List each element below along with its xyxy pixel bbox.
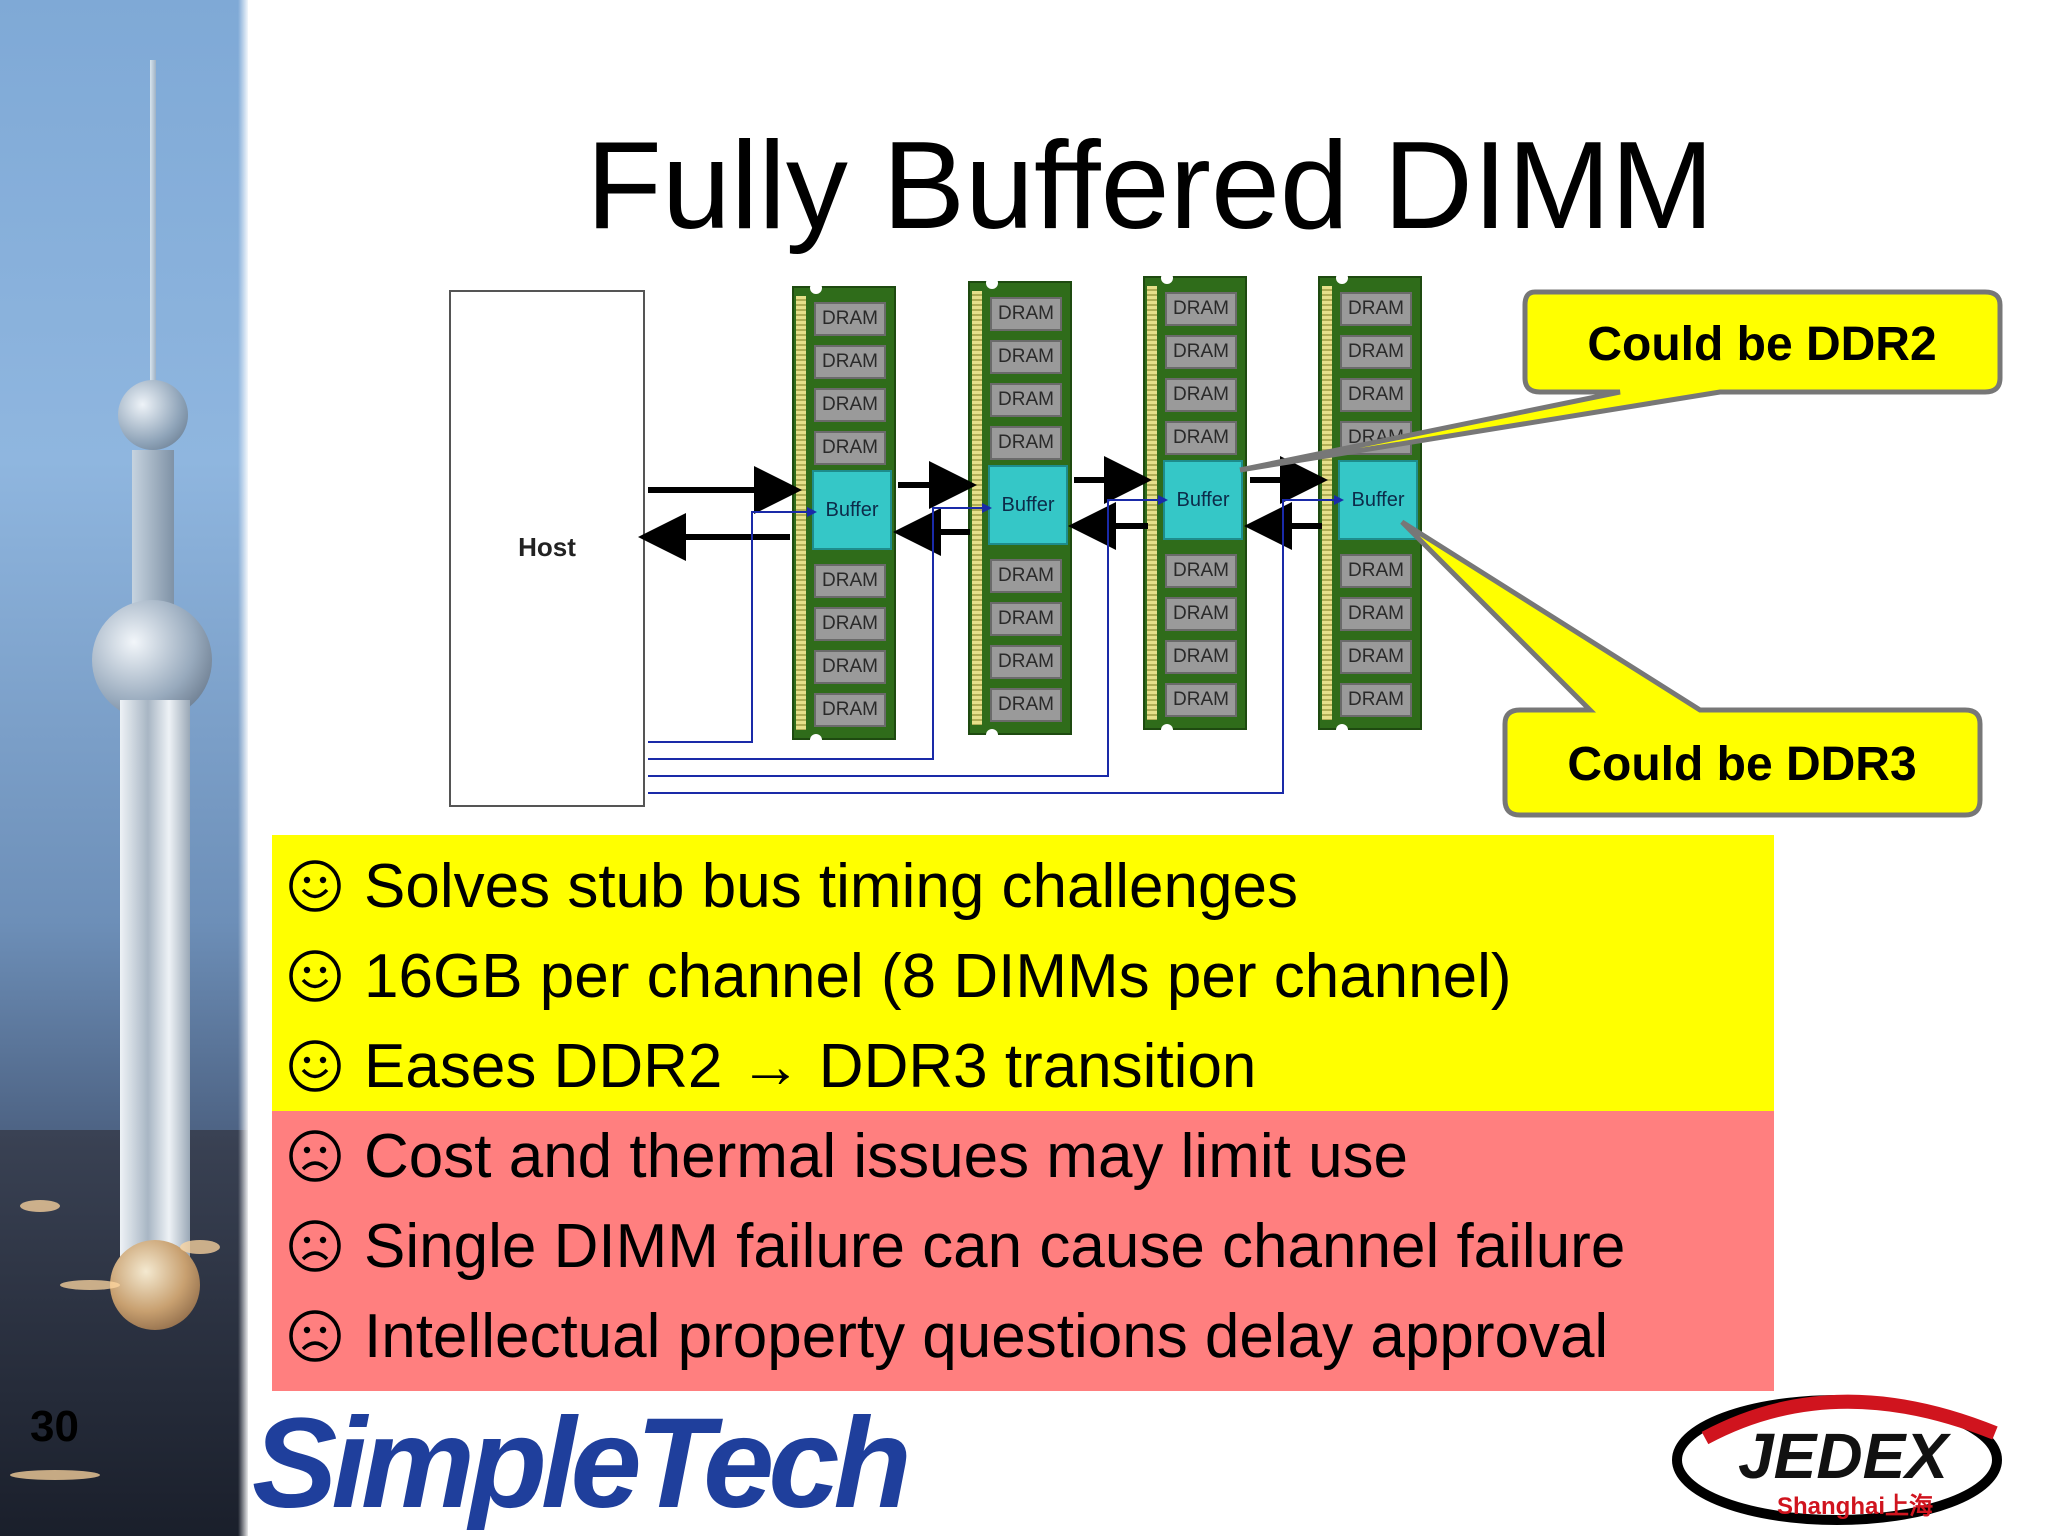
dimm-notch [810,282,822,294]
frown-icon [272,1129,364,1183]
dimm-pins [1147,286,1157,720]
pro-text: Eases DDR2 → DDR3 transition [364,1031,1257,1101]
dram-chip: DRAM [1165,554,1237,588]
dram-chip: DRAM [814,607,886,641]
dram-chip: DRAM [1165,597,1237,631]
blue-line-dimm1 [648,507,817,743]
smiley-icon [272,859,364,913]
con-bullet: Single DIMM failure can cause channel fa… [272,1201,1774,1291]
city-light [60,1280,120,1290]
dram-chip: DRAM [814,564,886,598]
simpletech-logo: SimpleTech [252,1395,913,1530]
dram-chip: DRAM [990,559,1062,593]
tower-upper-sphere [118,380,188,450]
sidebar-background [0,0,248,1536]
city-light [10,1470,100,1480]
host-box: Host [449,290,645,807]
callout-ddr3: Could be DDR3 [1400,519,1983,818]
blue-line-dimm3 [648,495,1168,777]
pro-bullet: Solves stub bus timing challenges [272,841,1774,931]
dimm-notch [810,734,822,746]
jedex-swoosh-red [1701,1394,1998,1445]
blue-line-dimm2 [648,503,992,760]
dram-chip: DRAM [990,602,1062,636]
dram-chip: DRAM [1340,683,1412,717]
dram-chip: DRAM [1165,640,1237,674]
dram-chip: DRAM [1340,292,1412,326]
dram-chip: DRAM [1340,597,1412,631]
con-bullet: Intellectual property questions delay ap… [272,1291,1774,1381]
dram-chip: DRAM [1165,421,1237,455]
tower-lower-sphere [110,1240,200,1330]
slide-title: Fully Buffered DIMM [586,117,1714,255]
dimm-notch [1336,724,1348,736]
dram-chip: DRAM [814,650,886,684]
con-bullet: Cost and thermal issues may limit use [272,1111,1774,1201]
dram-chip: DRAM [1340,640,1412,674]
cons-group: Cost and thermal issues may limit use Si… [272,1111,1774,1391]
dram-chip: DRAM [990,426,1062,460]
dimm-notch [986,729,998,741]
bullet-list: Solves stub bus timing challenges 16GB p… [272,835,1774,1391]
callout-ddr3-bubble [1400,519,1983,818]
dram-chip: DRAM [814,388,886,422]
con-text: Cost and thermal issues may limit use [364,1121,1409,1191]
dram-chip: DRAM [1340,554,1412,588]
jedex-logo-text: JEDEX [1738,1420,1951,1492]
pro-bullet: 16GB per channel (8 DIMMs per channel) [272,931,1774,1021]
blue-control-lines [648,495,1344,794]
dimm-notch [1161,272,1173,284]
pro-text: 16GB per channel (8 DIMMs per channel) [364,941,1512,1011]
dram-chip: DRAM [990,383,1062,417]
dram-chip: DRAM [1165,335,1237,369]
dram-chip: DRAM [814,431,886,465]
tower-mast [150,60,156,400]
dimm-notch [986,277,998,289]
dram-chip: DRAM [814,302,886,336]
dram-chip: DRAM [990,645,1062,679]
dimm-notch [1336,272,1348,284]
smiley-icon [272,949,364,1003]
blue-line-dimm4 [648,495,1344,794]
dram-chip: DRAM [1165,683,1237,717]
callout-ddr2-text: Could be DDR2 [1587,318,1936,371]
dram-chip: DRAM [1340,378,1412,412]
buffer-chip: Buffer [812,470,892,550]
buffer-chip: Buffer [1163,460,1243,540]
host-label: Host [518,532,576,562]
dram-chip: DRAM [814,693,886,727]
dram-chip: DRAM [990,340,1062,374]
link-arrows [638,456,1328,561]
city-light [180,1240,220,1254]
con-text: Intellectual property questions delay ap… [364,1301,1609,1371]
slide-number: 30 [30,1402,79,1451]
pro-bullet: Eases DDR2 → DDR3 transition [272,1021,1774,1111]
smiley-icon [272,1039,364,1093]
jedex-subtitle: Shanghai上海 [1777,1492,1933,1520]
sidebar-fade-edge [238,0,248,1536]
frown-icon [272,1309,364,1363]
con-text: Single DIMM failure can cause channel fa… [364,1211,1626,1281]
frown-icon [272,1219,364,1273]
pro-text: Solves stub bus timing challenges [364,851,1298,921]
city-light [20,1200,60,1212]
dimm-notch [1161,724,1173,736]
tower-legs [120,700,190,1260]
dram-chip: DRAM [814,345,886,379]
dram-chip: DRAM [990,297,1062,331]
jedex-logo: JEDEX Shanghai上海 [1672,1394,2002,1525]
dram-chip: DRAM [990,688,1062,722]
callout-ddr3-text: Could be DDR3 [1567,738,1916,791]
simpletech-logo-text: SimpleTech [252,1395,907,1530]
dram-chip: DRAM [1165,292,1237,326]
callout-ddr2: Could be DDR2 [1239,289,2003,473]
dram-chip: DRAM [1340,335,1412,369]
dram-chip: DRAM [1165,378,1237,412]
pros-group: Solves stub bus timing challenges 16GB p… [272,835,1774,1111]
callout-ddr2-bubble [1239,289,2003,473]
